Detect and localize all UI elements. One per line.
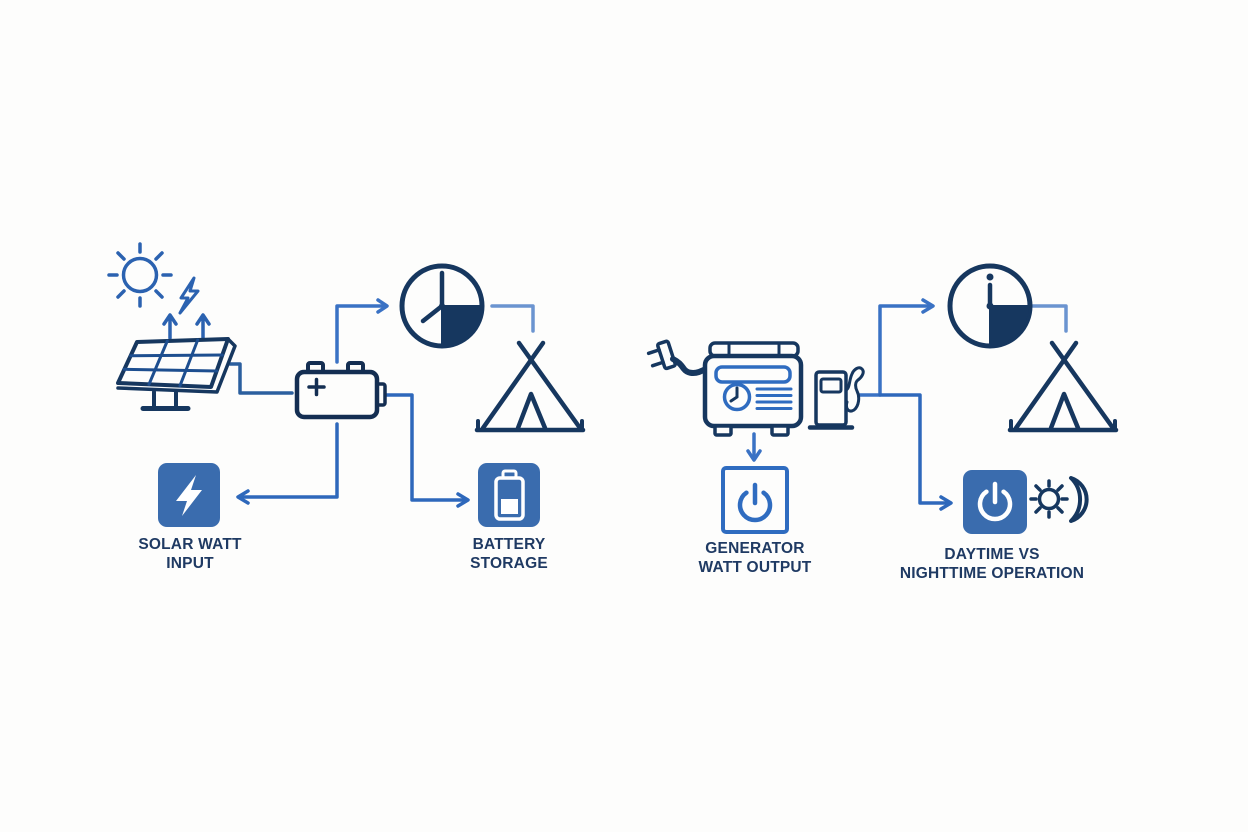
- sun-icon: [1037, 487, 1061, 511]
- battery-storage-label: BATTERY STORAGE: [409, 536, 609, 573]
- generator-icon: [646, 339, 804, 437]
- tent-icon: [1007, 340, 1119, 433]
- moon-icon: [1069, 476, 1089, 523]
- connector-clock-to-tent-right: [1030, 304, 1068, 333]
- daytime-vs-nighttime-label: DAYTIME VS NIGHTTIME OPERATION: [872, 546, 1112, 583]
- lightning-bolt-icon: [178, 276, 200, 315]
- lightning-bolt-icon: [176, 475, 202, 516]
- label-line: NIGHTTIME OPERATION: [899, 564, 1085, 582]
- solar-panel-icon: [116, 337, 237, 411]
- sun-icon: [107, 242, 173, 308]
- label-line: BATTERY: [472, 536, 546, 553]
- tent-icon: [474, 340, 586, 433]
- connector-pump-to-clock: [858, 298, 935, 397]
- generator-watt-output-label: GENERATOR WATT OUTPUT: [655, 540, 855, 577]
- clock-quarter-icon: [947, 263, 1033, 349]
- label-line: GENERATOR: [705, 540, 805, 557]
- label-line: INPUT: [166, 554, 214, 572]
- label-line: WATT OUTPUT: [698, 558, 812, 576]
- connector-pump-to-daytime: [878, 393, 953, 511]
- connector-generator-to-output: [746, 432, 762, 462]
- connector-clock-to-tent-left: [490, 304, 535, 333]
- sun-and-moon-icon: [1029, 476, 1089, 523]
- label-line: DAYTIME VS: [944, 546, 1040, 563]
- connector-battery-to-solar-input: [236, 422, 339, 505]
- arrowhead-down-icon: [746, 449, 762, 462]
- power-button-filled-badge-icon: [963, 470, 1027, 534]
- label-line: SOLAR WATT: [138, 536, 242, 553]
- arrowhead-right-icon: [456, 492, 470, 508]
- arrowhead-right-icon: [376, 298, 389, 314]
- solar-watt-input-badge-icon: [158, 463, 220, 527]
- arrowhead-right-icon: [921, 298, 935, 314]
- power-button-outline-badge-icon: [721, 466, 789, 534]
- connector-battery-to-storage: [382, 393, 470, 508]
- connector-battery-to-clock: [335, 298, 389, 364]
- battery-storage-badge-icon: [478, 463, 540, 527]
- arrowhead-right-icon: [939, 495, 953, 511]
- battery-icon: [294, 361, 387, 420]
- up-arrows-icon: [162, 313, 211, 340]
- fuel-pump-icon: [807, 366, 865, 430]
- solar-watt-input-label: SOLAR WATT INPUT: [90, 536, 290, 573]
- clock-quarter-icon: [399, 263, 485, 349]
- label-line: STORAGE: [470, 554, 548, 572]
- connector-panel-to-battery: [228, 362, 294, 395]
- arrowhead-left-icon: [236, 489, 250, 505]
